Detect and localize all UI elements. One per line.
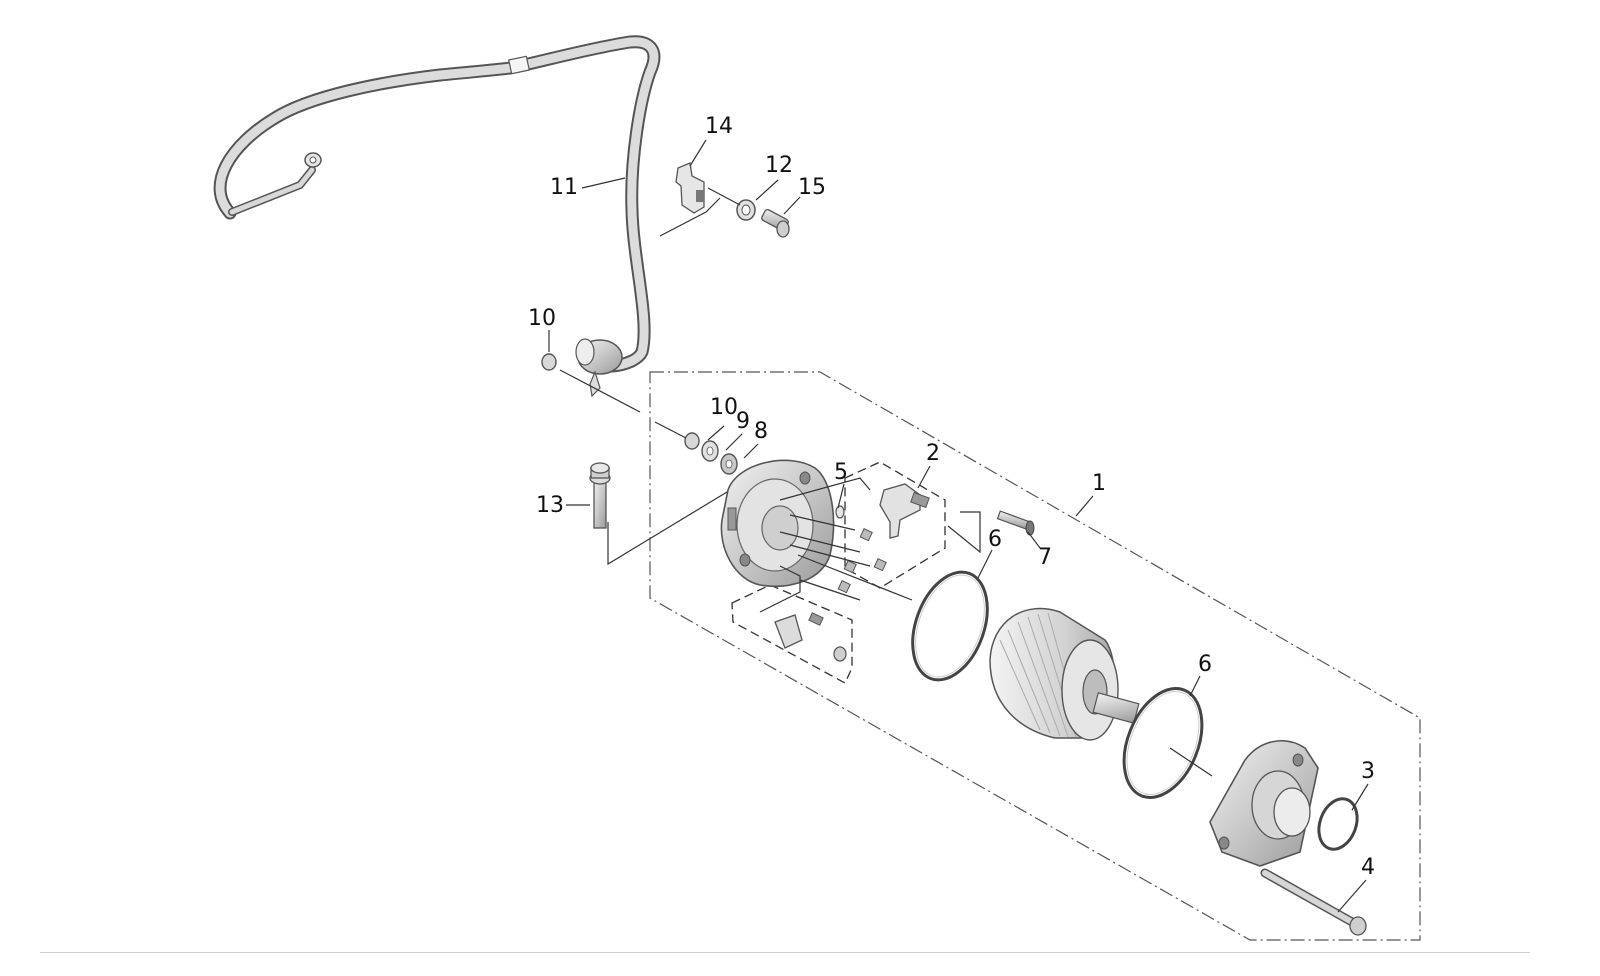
bolt-15: [761, 209, 790, 238]
o-ring-6-upper: [911, 570, 989, 682]
terminal-block: [774, 612, 847, 662]
callout-labels: 1 2 3 4 5 6 6 7 8 9 10 10 11 12 13 14 15: [528, 114, 1375, 880]
screw-7: [996, 510, 1035, 536]
callout-10a: 10: [528, 306, 556, 331]
brush-holder: [879, 483, 930, 539]
callout-2: 2: [926, 441, 940, 466]
callout-14: 14: [705, 114, 733, 139]
callout-3: 3: [1361, 759, 1375, 784]
spring-5: [835, 505, 845, 519]
callout-1: 1: [1092, 471, 1106, 496]
o-ring-6-lower: [1122, 687, 1204, 799]
cable-clamp-bracket: [675, 162, 705, 214]
nut-10-top: [541, 353, 557, 371]
rear-end-cover: [720, 459, 835, 587]
callout-15: 15: [798, 175, 826, 200]
callout-8: 8: [754, 419, 768, 444]
through-bolt-4: [1260, 868, 1367, 936]
callout-6b: 6: [1198, 652, 1212, 677]
brush-holder-group-outline: [844, 461, 946, 589]
callout-5: 5: [834, 460, 848, 485]
callout-9: 9: [736, 409, 750, 434]
leader-lines: [548, 139, 1369, 913]
brush-b: [873, 558, 887, 572]
assembly-outline: [649, 371, 1421, 941]
front-end-cover: [1209, 740, 1319, 867]
starter-cable: [213, 35, 661, 398]
bottom-divider: [40, 952, 1530, 953]
callout-6a: 6: [988, 527, 1002, 552]
assembly-guide-lines: [559, 187, 1213, 777]
brush-c: [843, 560, 857, 574]
callout-10b: 10: [710, 395, 738, 420]
brush-a: [859, 528, 873, 542]
callout-7: 7: [1038, 545, 1052, 570]
nut-10-lower: [684, 432, 700, 450]
seal-ring-3: [1317, 797, 1359, 851]
callout-13: 13: [536, 493, 564, 518]
callout-4: 4: [1361, 855, 1375, 880]
callout-11: 11: [550, 175, 578, 200]
armature-yoke: [989, 607, 1140, 741]
bolt-13: [589, 462, 611, 529]
brush-d: [837, 580, 851, 594]
callout-12: 12: [765, 153, 793, 178]
